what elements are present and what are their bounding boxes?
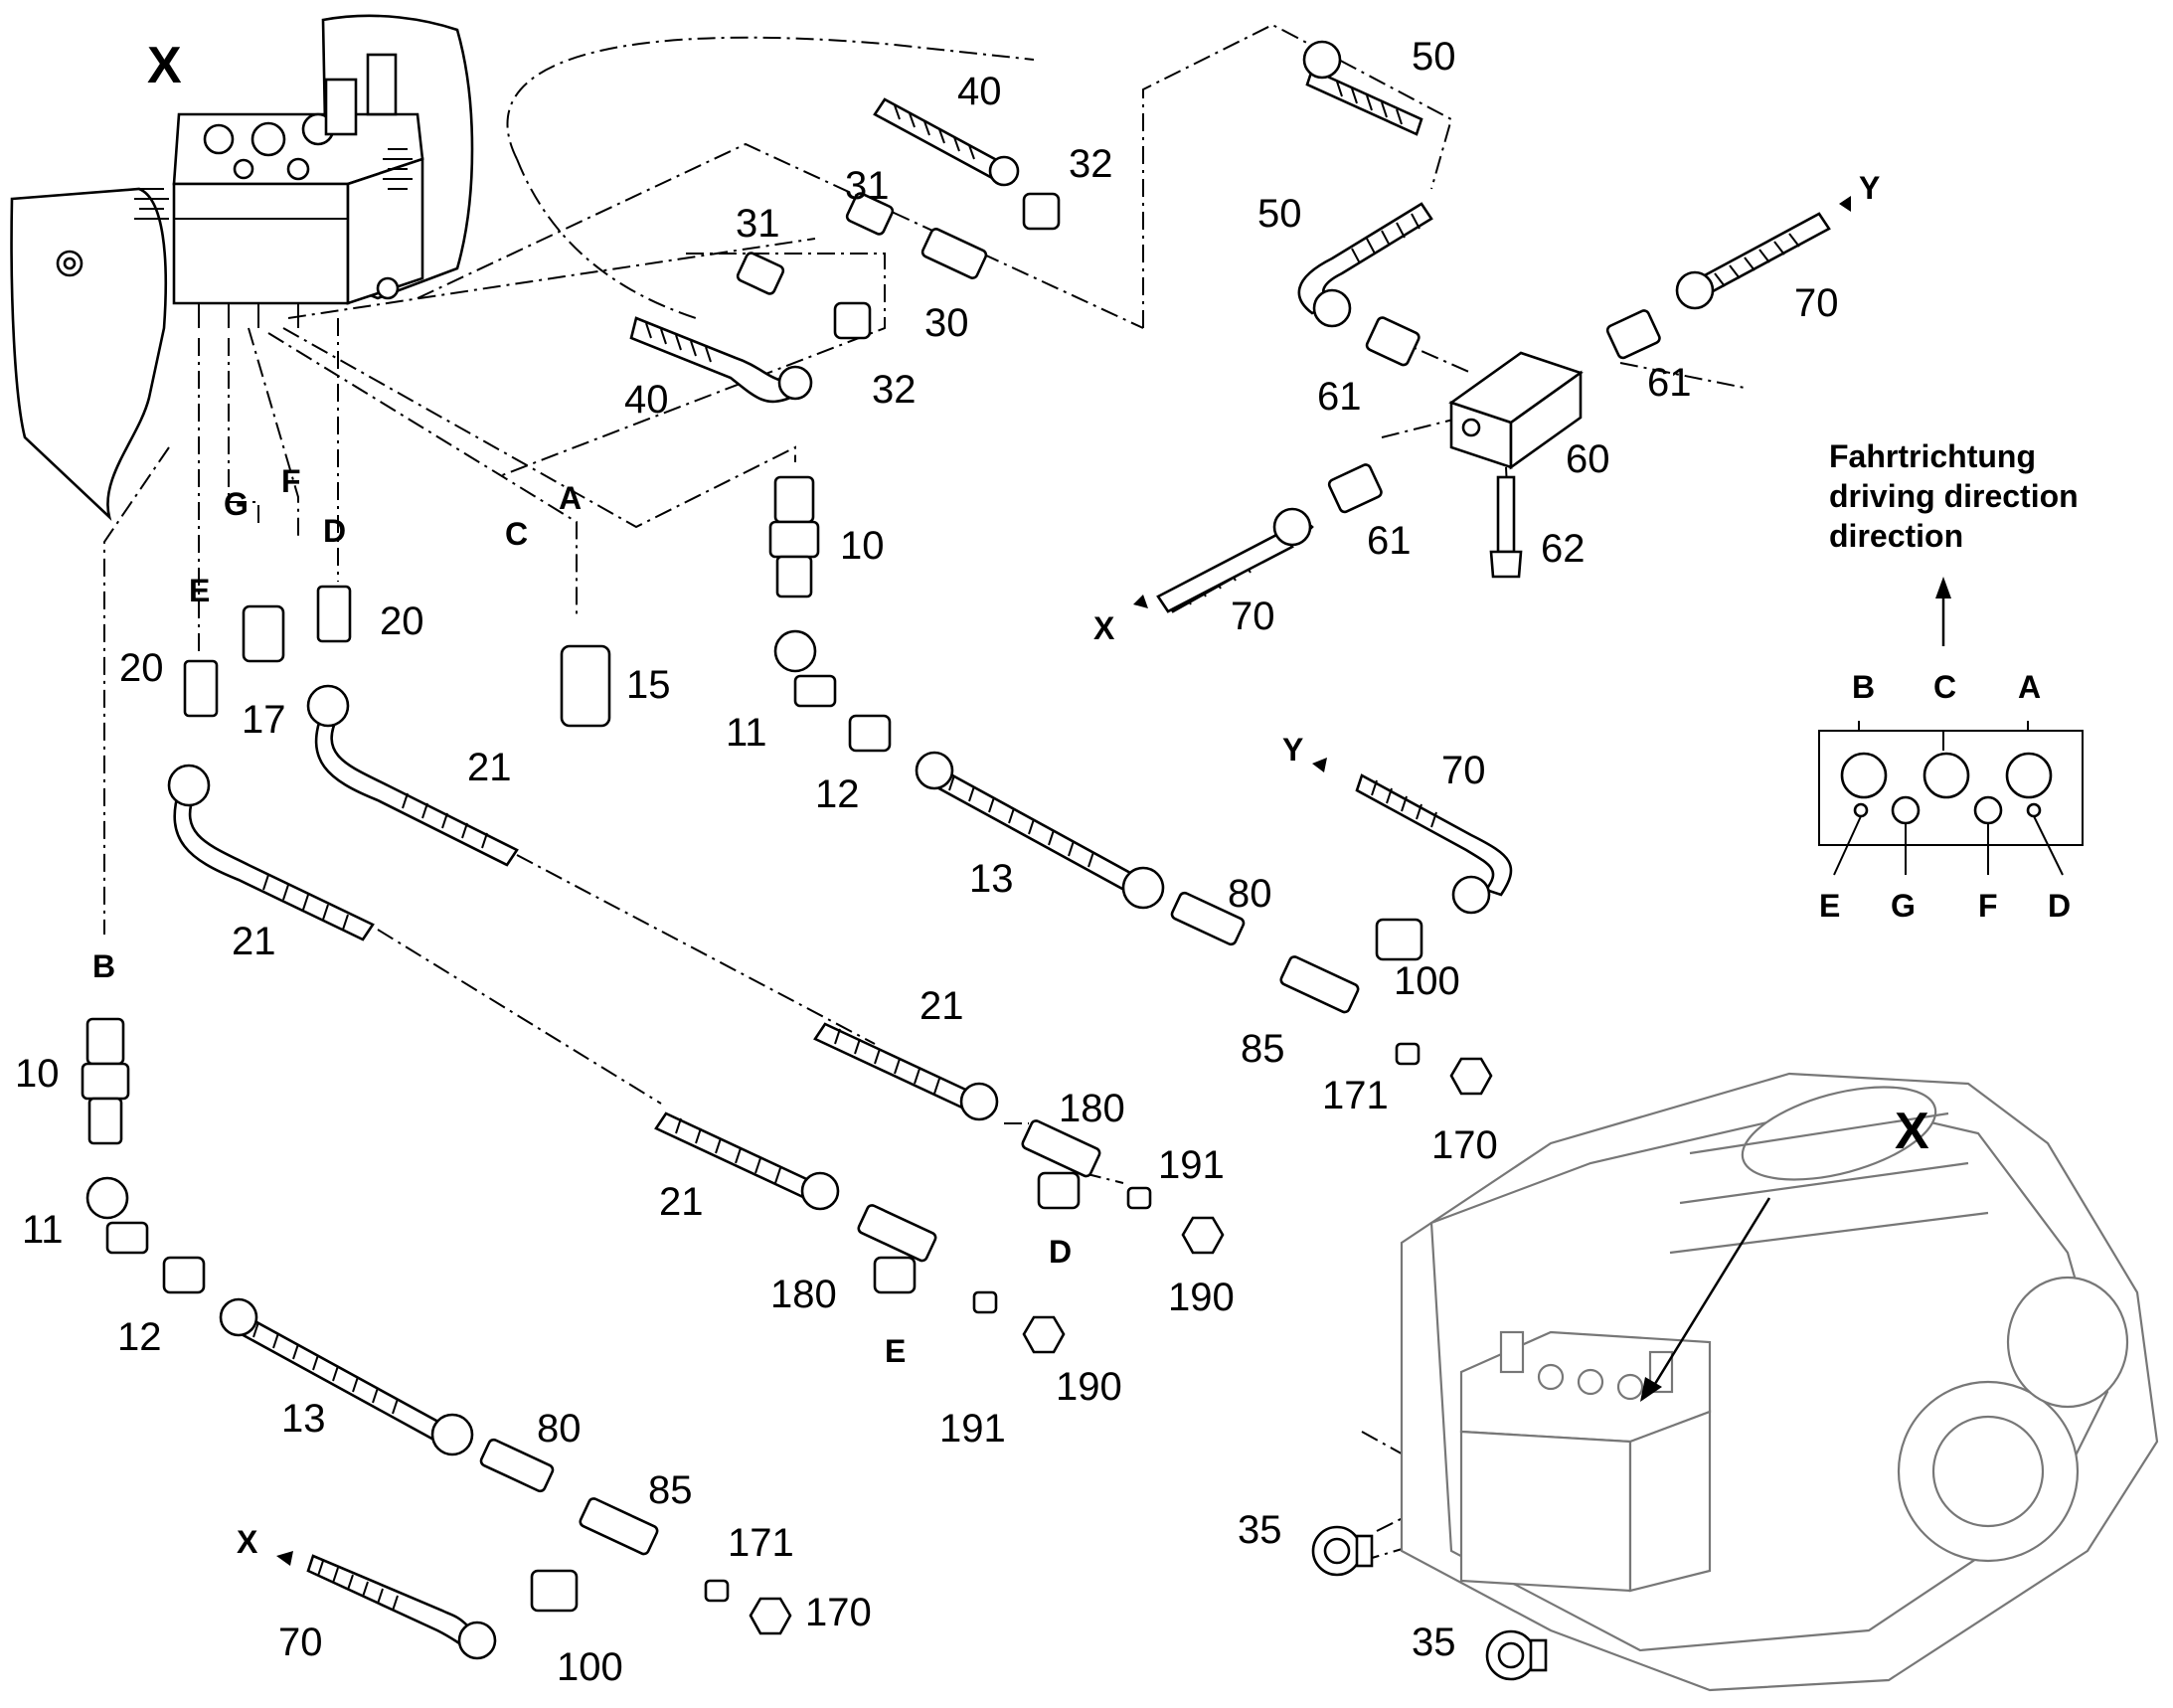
block-e-label: E [189, 573, 210, 608]
part-12-left: 12 [117, 1315, 162, 1359]
part-12-top: 12 [815, 772, 860, 816]
direction-heading-en: driving direction [1829, 478, 2079, 514]
direction-schematic [1818, 577, 2084, 876]
part-20-right: 20 [380, 599, 424, 643]
detail-x-label: X [147, 37, 182, 94]
part-11-top: 11 [726, 711, 767, 755]
port-g-label: G [1891, 888, 1916, 924]
connection-lines [103, 23, 1746, 1562]
flow-y-mid: Y [1282, 732, 1303, 768]
part-170-bottom: 170 [805, 1591, 872, 1634]
part-21-b: 21 [232, 920, 276, 963]
part-180-top: 180 [1059, 1087, 1125, 1130]
machine-illustration [1400, 1072, 2159, 1692]
part-32-top: 32 [1069, 142, 1113, 186]
part-17: 17 [242, 698, 286, 742]
port-c-label: C [1933, 669, 1956, 705]
part-171-top: 171 [1322, 1074, 1389, 1117]
part-70-mid: 70 [1231, 595, 1275, 638]
part-31-top: 31 [845, 164, 890, 208]
part-191-top: 191 [1158, 1143, 1225, 1187]
part-70-right: 70 [1441, 749, 1486, 792]
part-13-bottom: 13 [281, 1397, 326, 1441]
labels: X X Fahrtrichtung driving direction dire… [15, 35, 2079, 1689]
block-b-label: B [92, 948, 115, 984]
block-f-label: F [281, 463, 301, 499]
part-100-bottom: 100 [557, 1645, 623, 1689]
block-g-label: G [224, 486, 249, 522]
part-70-bottom: 70 [278, 1621, 323, 1664]
direction-heading-fr: direction [1829, 518, 1963, 554]
part-10-left: 10 [15, 1052, 60, 1096]
part-85-top: 85 [1241, 1027, 1285, 1071]
part-85-bottom: 85 [648, 1468, 693, 1512]
part-20-left: 20 [119, 646, 164, 690]
part-190-bottom: 190 [1056, 1365, 1122, 1409]
part-70-top: 70 [1794, 281, 1839, 325]
machine-x-label: X [1895, 1103, 1929, 1160]
part-180-bottom: 180 [770, 1273, 837, 1316]
part-60: 60 [1566, 437, 1610, 481]
port-b-label: B [1852, 669, 1875, 705]
part-191-bottom: 191 [939, 1407, 1006, 1451]
part-80-top: 80 [1228, 872, 1272, 916]
part-80-bottom: 80 [537, 1407, 582, 1451]
part-13-top: 13 [969, 857, 1014, 901]
part-50-top: 50 [1412, 35, 1456, 79]
part-40-mid: 40 [624, 378, 669, 422]
part-35-bottom: 35 [1412, 1621, 1456, 1664]
part-11-left: 11 [22, 1208, 64, 1252]
port-d-label: D [2048, 888, 2071, 924]
flow-x-top: X [1093, 610, 1115, 646]
part-171-bottom: 171 [728, 1521, 794, 1565]
part-62: 62 [1541, 527, 1586, 571]
port-a-label: A [2018, 669, 2041, 705]
part-190-top: 190 [1168, 1276, 1235, 1319]
flow-x-bottom: X [237, 1524, 258, 1560]
block-a-label: A [559, 480, 582, 516]
valve-block-detail [10, 14, 474, 521]
direction-heading-de: Fahrtrichtung [1829, 438, 2036, 474]
part-170-top: 170 [1431, 1123, 1498, 1167]
port-f-label: F [1978, 888, 1998, 924]
part-21-a: 21 [467, 746, 512, 789]
fitting-e-label: E [885, 1333, 906, 1369]
fittings [81, 192, 1851, 1681]
part-61-bottom: 61 [1367, 519, 1412, 563]
part-61-right: 61 [1647, 361, 1692, 405]
part-21-c: 21 [919, 984, 964, 1028]
part-21-d: 21 [659, 1180, 704, 1224]
part-31-mid: 31 [736, 202, 780, 246]
block-c-label: C [505, 516, 528, 552]
part-30: 30 [924, 301, 969, 345]
flow-y-top: Y [1859, 170, 1880, 206]
part-100-top: 100 [1394, 959, 1460, 1003]
block-d-label: D [323, 513, 346, 549]
part-50-mid: 50 [1257, 192, 1302, 236]
part-35-top: 35 [1238, 1508, 1282, 1552]
part-40-top: 40 [957, 70, 1002, 113]
part-61-left: 61 [1317, 375, 1362, 419]
part-10-top: 10 [840, 524, 885, 568]
port-e-label: E [1819, 888, 1840, 924]
part-32-mid: 32 [872, 368, 917, 412]
part-15: 15 [626, 663, 671, 707]
fitting-d-label: D [1049, 1234, 1072, 1270]
hoses [167, 40, 1831, 1660]
